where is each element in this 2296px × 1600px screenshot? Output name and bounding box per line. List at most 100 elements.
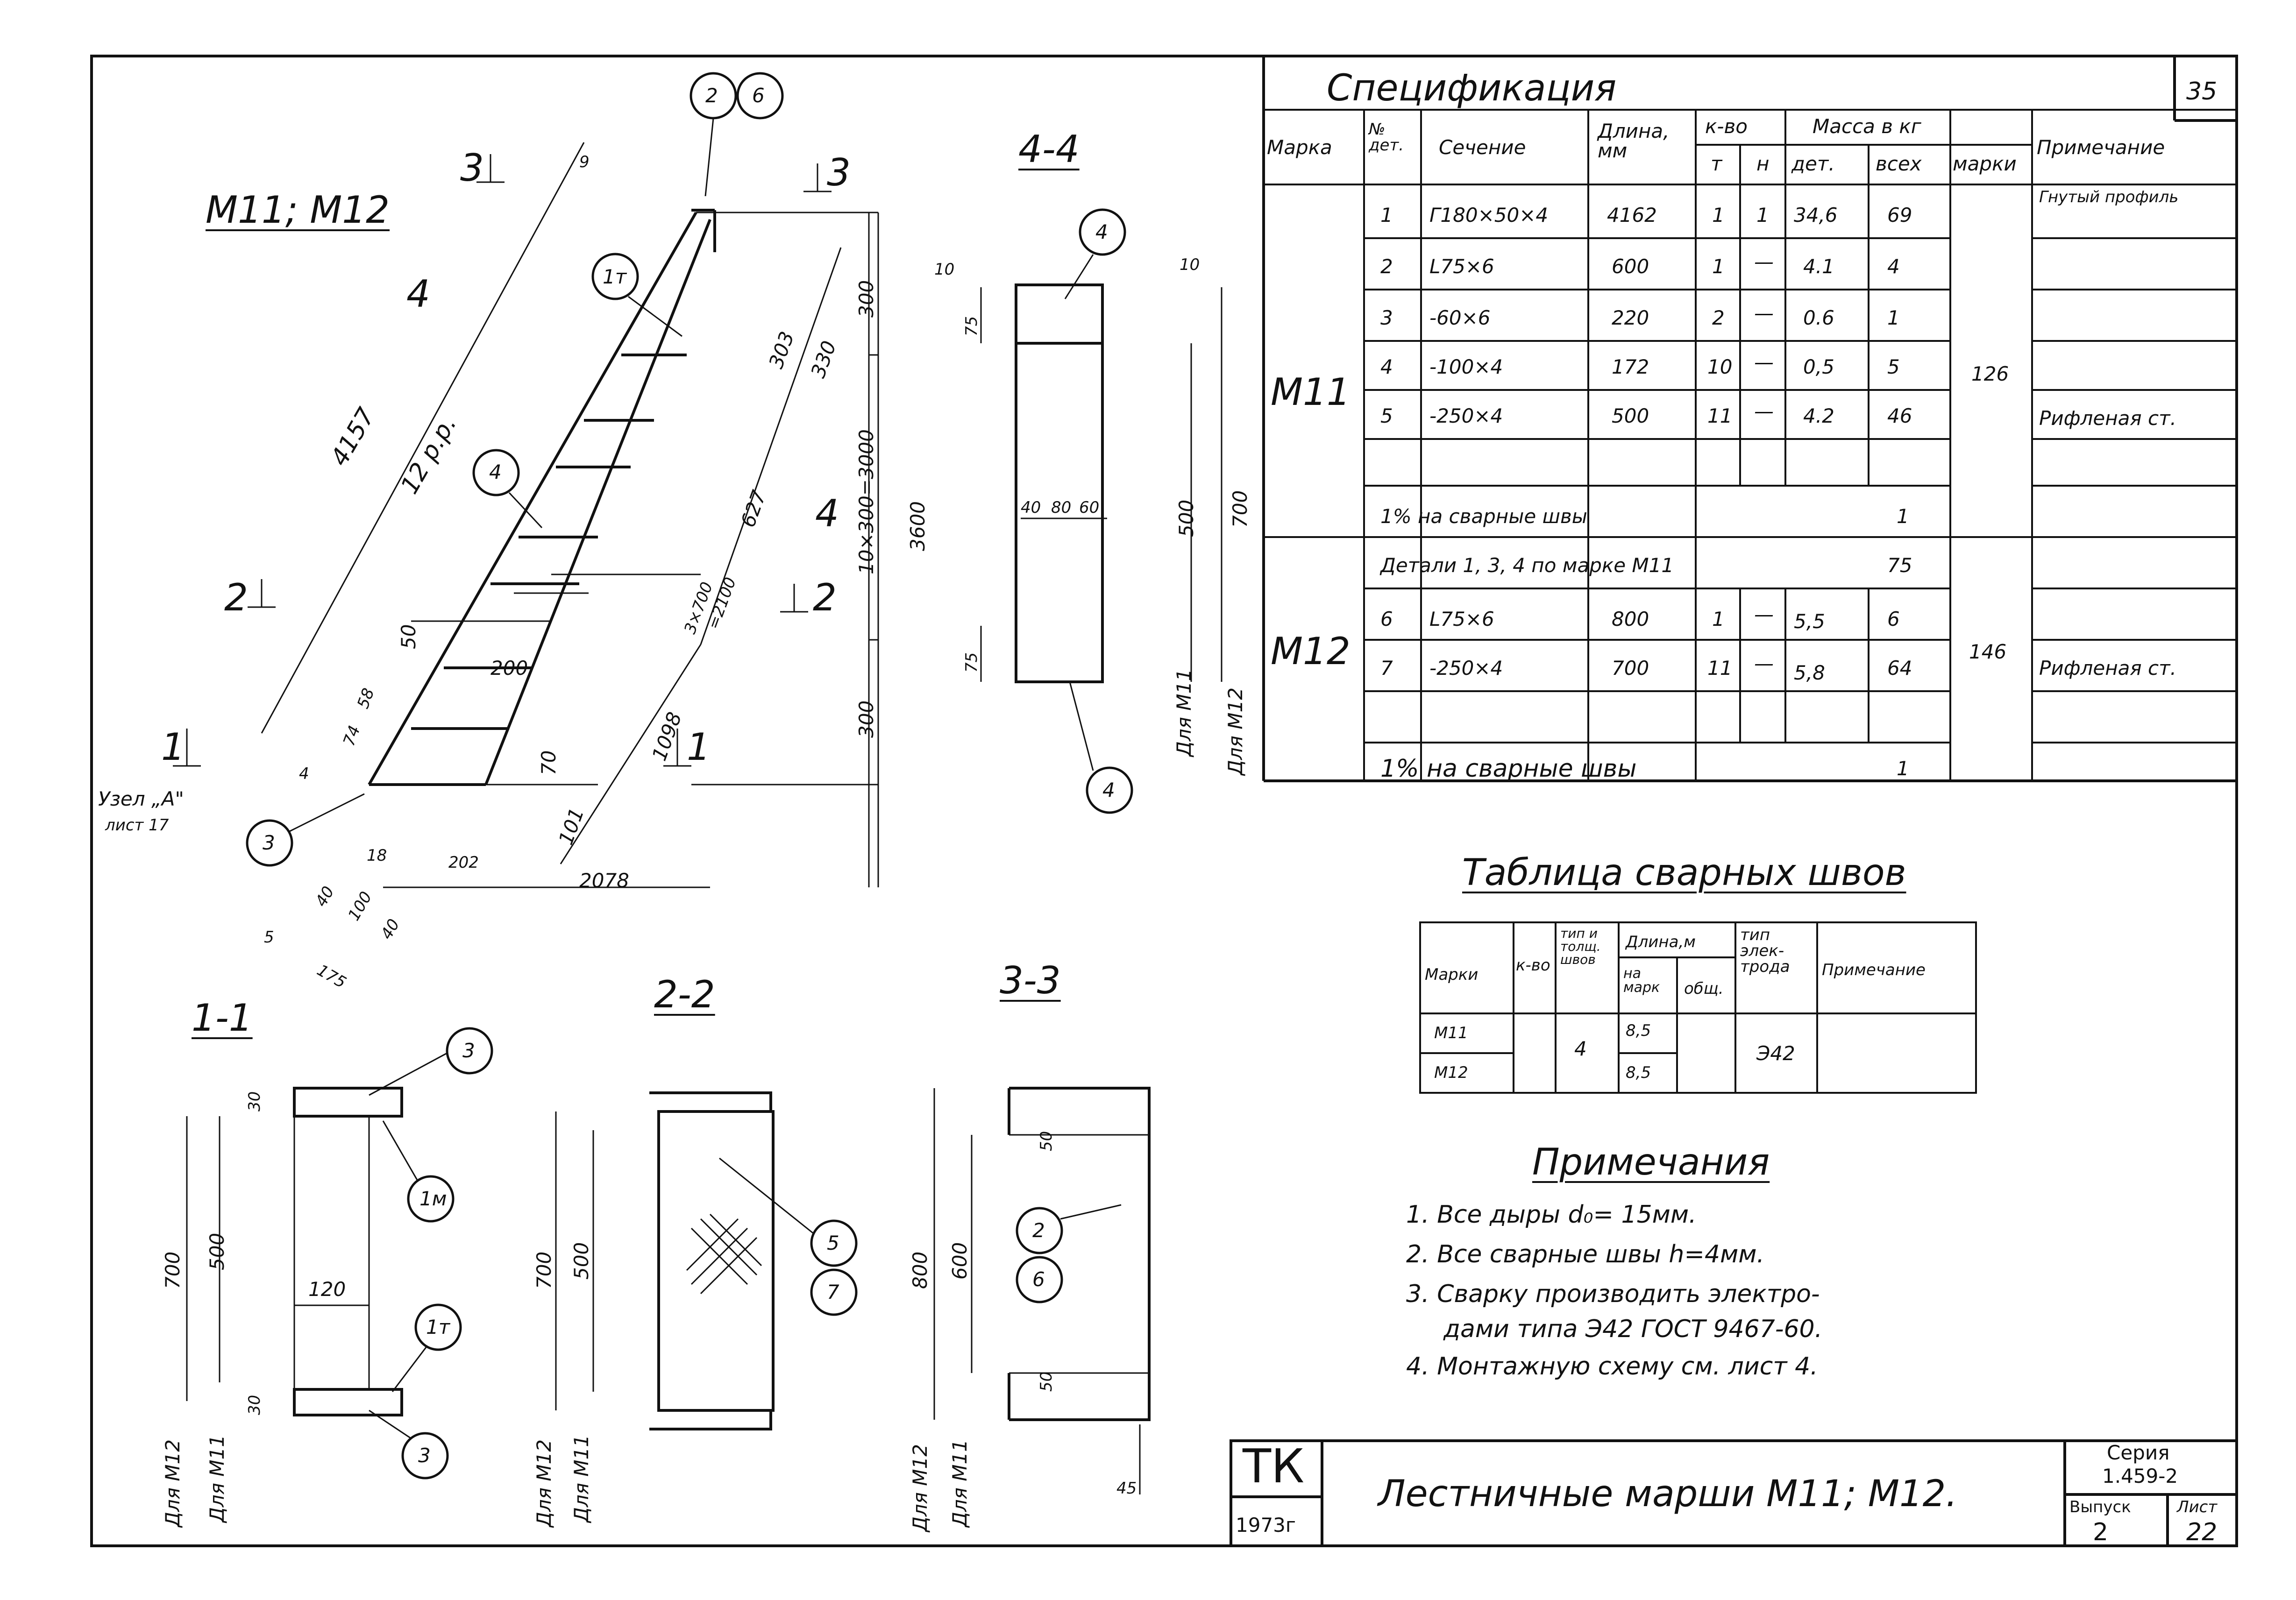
spec-m11-r5-md: 4.2	[1803, 404, 1834, 427]
spec-header-t: т	[1711, 152, 1722, 175]
s22-dim-500: 500	[570, 1242, 593, 1280]
spec-m11-r3-n: —	[1754, 302, 1774, 325]
dim-60: 60	[1079, 498, 1100, 517]
callout-2-top: 2	[705, 84, 718, 107]
note-1: 1. Все дыры d₀= 15мм.	[1406, 1201, 1697, 1229]
section-label-2-2: 2-2	[654, 973, 715, 1016]
callout-3-main: 3	[263, 831, 275, 854]
node-note-line1: Узел „А"	[98, 787, 184, 810]
s33-dim-45: 45	[1116, 1479, 1137, 1498]
spec-header-length: Длина, мм	[1598, 120, 1670, 162]
spec-m12-r1-n: —	[1754, 603, 1774, 626]
spec-m11-r4-md: 0,5	[1803, 355, 1834, 378]
s11-dim-500: 500	[206, 1232, 228, 1270]
spec-m11-mark-total: 126	[1971, 362, 2009, 385]
callout-1t-s11: 1т	[426, 1316, 450, 1338]
dim-for-m11: Для М11	[1173, 669, 1195, 757]
spec-m11-r3-no: 3	[1380, 306, 1393, 329]
dim-75-top: 75	[962, 316, 981, 336]
spec-m12-weld-label: 1% на сварные швы	[1380, 755, 1637, 783]
spec-m11-r1-md: 34,6	[1794, 204, 1838, 227]
weld-header-len: Длина,м	[1626, 933, 1696, 951]
spec-m11-r4-len: 172	[1612, 355, 1649, 378]
dim-500-s44: 500	[1175, 499, 1198, 537]
spec-m11-weld-value: 1	[1897, 505, 1909, 528]
spec-m11-r5-note: Рифленая ст.	[2039, 407, 2176, 430]
spec-header-qty: к-во	[1705, 115, 1748, 138]
spec-m11-mark: М11	[1271, 370, 1351, 414]
stamp-series-label: Серия	[2107, 1441, 2170, 1464]
note-3-cont: дами типа Э42 ГОСТ 9467-60.	[1443, 1315, 1823, 1343]
stamp-issue-label: Выпуск	[2069, 1498, 2131, 1516]
spec-m11-r3-md: 0.6	[1803, 306, 1834, 329]
dim-300-bottom: 300	[855, 700, 878, 738]
stamp-sheet-value: 22	[2186, 1518, 2218, 1546]
weld-row1-per-mark: 8,5	[1626, 1021, 1651, 1040]
spec-header-section: Сечение	[1439, 136, 1526, 159]
cut-mark-3-right: 3	[827, 151, 851, 194]
spec-m11-r3-len: 220	[1612, 306, 1649, 329]
cut-mark-1-left: 1	[161, 725, 185, 769]
stamp-series-value: 1.459-2	[2102, 1465, 2178, 1487]
weld-row1-mark: М11	[1434, 1024, 1468, 1042]
spec-header-note: Примечание	[2037, 136, 2165, 159]
spec-m11-r2-t: 1	[1712, 255, 1725, 278]
spec-header-mass-det: дет.	[1791, 152, 1835, 175]
spec-m11-r1-len: 4162	[1607, 204, 1657, 227]
callout-3-s11-top: 3	[462, 1039, 475, 1062]
spec-m11-r4-sec: -100×4	[1429, 355, 1503, 378]
spec-m12-r1-len: 800	[1612, 608, 1649, 630]
dim-2078: 2078	[579, 869, 629, 892]
dim-50: 50	[397, 624, 420, 649]
weld-header-type: тип и толщ. швов	[1560, 926, 1601, 967]
spec-m12-r2-n: —	[1754, 652, 1774, 675]
spec-m11-weld-label: 1% на сварные швы	[1380, 505, 1587, 528]
callout-4-main: 4	[489, 460, 502, 483]
spec-m12-r1-sec: L75×6	[1429, 608, 1494, 630]
s33-dim-600: 600	[948, 1242, 971, 1280]
spec-m12-mark: М12	[1271, 630, 1351, 673]
s11-for-m12: Для М12	[161, 1439, 184, 1527]
dim-5: 5	[264, 928, 274, 947]
s22-for-m11: Для М11	[570, 1435, 593, 1522]
spec-m11-r1-t: 1	[1712, 204, 1725, 227]
weld-header-per-mark: на марк	[1623, 965, 1660, 996]
weld-row2-per-mark: 8,5	[1626, 1063, 1651, 1082]
spec-m11-r5-len: 500	[1612, 404, 1649, 427]
callout-5: 5	[827, 1232, 839, 1254]
dim-200: 200	[490, 657, 528, 680]
spec-m11-r2-ma: 4	[1887, 255, 1900, 278]
dim-70: 70	[537, 750, 560, 775]
dim-40-c: 40	[1021, 498, 1041, 517]
dim-for-m12: Для М12	[1224, 687, 1247, 775]
note-4: 4. Монтажную схему см. лист 4.	[1406, 1352, 1818, 1381]
spec-m12-r1-no: 6	[1380, 608, 1393, 630]
callout-4-s44-top: 4	[1095, 220, 1108, 243]
spec-m11-r3-sec: -60×6	[1429, 306, 1491, 329]
spec-header-mass-all: всех	[1876, 152, 1922, 175]
spec-m11-r1-note: Гнутый профиль	[2039, 188, 2179, 206]
s22-dim-700: 700	[533, 1251, 555, 1289]
spec-m12-r2-note: Рифленая ст.	[2039, 657, 2176, 680]
spec-m11-r3-t: 2	[1712, 306, 1725, 329]
stamp-year: 1973г	[1236, 1514, 1296, 1536]
spec-m11-r5-no: 5	[1380, 404, 1393, 427]
stamp-tk: ТК	[1243, 1439, 1305, 1494]
s11-dim-120: 120	[308, 1278, 346, 1301]
spec-m11-r2-md: 4.1	[1803, 255, 1834, 278]
spec-header-n: н	[1756, 152, 1770, 175]
dim-80: 80	[1051, 498, 1072, 517]
s11-dim-30-bottom: 30	[245, 1395, 264, 1415]
page-number: 35	[2186, 78, 2218, 106]
weld-header-total: общ.	[1684, 979, 1724, 998]
spec-m11-r4-n: —	[1754, 351, 1774, 374]
note-3: 3. Сварку производить электро-	[1406, 1280, 1820, 1308]
spec-m11-r4-no: 4	[1380, 355, 1393, 378]
dim-202: 202	[448, 853, 479, 872]
notes-title: Примечания	[1532, 1141, 1770, 1183]
spec-m11-r2-no: 2	[1380, 255, 1393, 278]
spec-m11-r2-n: —	[1754, 250, 1774, 273]
spec-m12-details-label: Детали 1, 3, 4 по марке М11	[1380, 554, 1674, 577]
s11-for-m11: Для М11	[206, 1435, 228, 1522]
